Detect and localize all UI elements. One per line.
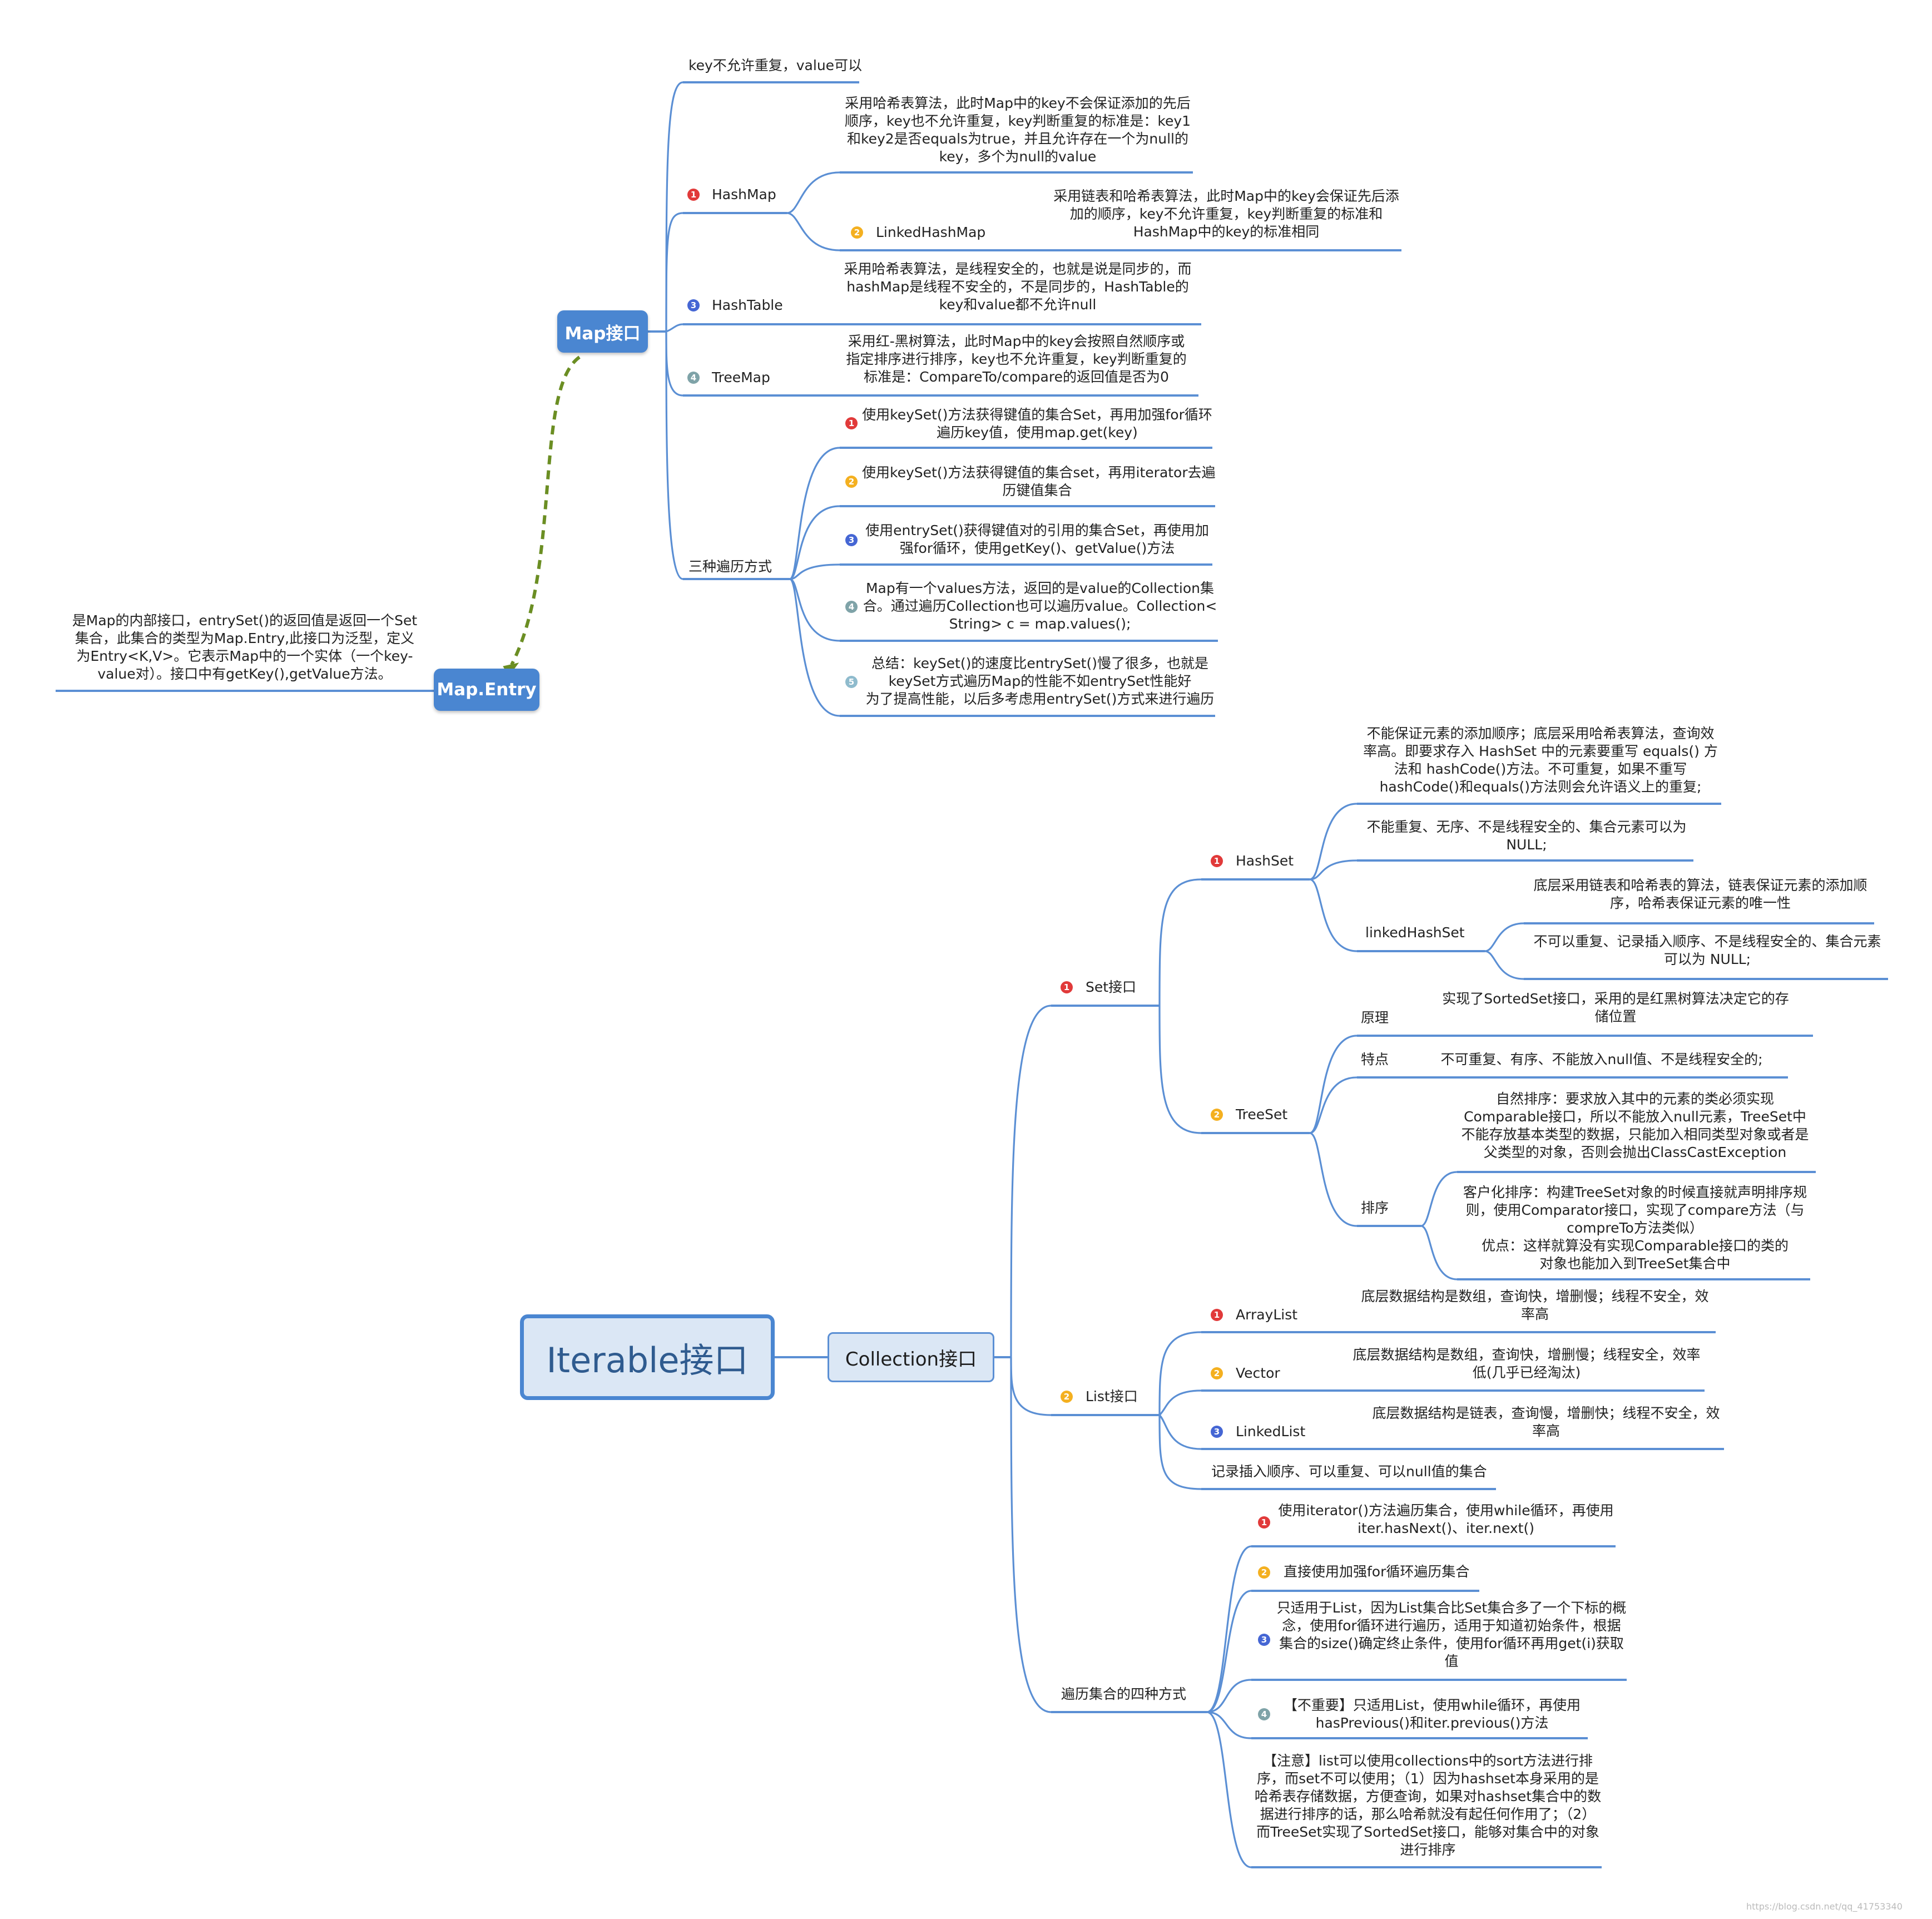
- traverse4-item-5: 【注意】list可以使用collections中的sort方法进行排 序，而se…: [1254, 1753, 1602, 1858]
- map-entry-desc: 是Map的内部接口，entrySet()的返回值是返回一个Set 集合，此集合的…: [72, 612, 418, 682]
- map-treemap-desc: 采用红-黑树算法，此时Map中的key会按照自然顺序或 指定排序进行排序，key…: [846, 333, 1187, 385]
- treeset-custom-sort: 客户化排序：构建TreeSet对象的时候直接就声明排序规 则，使用Compara…: [1463, 1184, 1807, 1272]
- arraylist-desc: 底层数据结构是数组，查询快，增删慢；线程不安全，效 率高: [1361, 1288, 1709, 1322]
- map-hashtable-desc: 采用哈希表算法，是线程安全的，也就是说是同步的，而 hashMap是线程不安全的…: [844, 261, 1192, 313]
- map-traverse3-label[interactable]: 三种遍历方式: [688, 558, 772, 575]
- treeset-feature-desc: 不可重复、有序、不能放入null值、不是线程安全的;: [1440, 1051, 1763, 1067]
- marker-3-icon: 3: [1258, 1634, 1270, 1646]
- marker-2-icon: 2: [1211, 1367, 1223, 1379]
- marker-2-icon: 2: [1061, 1391, 1073, 1403]
- map-key-note: key不允许重复，value可以: [688, 57, 863, 73]
- set-label[interactable]: Set接口: [1086, 979, 1137, 995]
- map-traverse3-item-2: 使用keySet()方法获得键值的集合set，再用iterator去遍 历键值集…: [862, 464, 1216, 498]
- node-map[interactable]: Map接口: [557, 310, 648, 353]
- linkedlist-label[interactable]: LinkedList: [1236, 1423, 1306, 1440]
- marker-1-icon: 1: [1061, 981, 1073, 993]
- root-node-iterable[interactable]: Iterable接口: [520, 1314, 775, 1400]
- map-linkedhashmap-desc: 采用链表和哈希表算法，此时Map中的key会保证先后添 加的顺序，key不允许重…: [1053, 188, 1399, 240]
- hashset-desc-2: 不能重复、无序、不是线程安全的、集合元素可以为 NULL;: [1366, 819, 1687, 853]
- marker-3-icon: 3: [845, 534, 858, 546]
- marker-1-icon: 1: [845, 417, 858, 429]
- list-label[interactable]: List接口: [1086, 1388, 1138, 1404]
- marker-5-icon: 5: [845, 676, 858, 688]
- marker-1-icon: 1: [1211, 1309, 1223, 1321]
- watermark: https://blog.csdn.net/qq_41753340: [1746, 1901, 1903, 1912]
- map-entry-label: Map.Entry: [437, 680, 537, 700]
- map-label: Map接口: [564, 323, 641, 344]
- node-map-entry[interactable]: Map.Entry: [434, 669, 539, 711]
- linkedhashset-desc-2: 不可以重复、记录插入顺序、不是线程安全的、集合元素 可以为 NULL;: [1533, 933, 1881, 967]
- treeset-natural-sort: 自然排序：要求放入其中的元素的类必须实现 Comparable接口，所以不能放入…: [1461, 1091, 1809, 1160]
- map-traverse3-item-5: 总结：keySet()的速度比entrySet()慢了很多，也就是 keySet…: [865, 655, 1215, 707]
- marker-2-icon: 2: [845, 476, 858, 488]
- marker-2-icon: 2: [1258, 1566, 1270, 1579]
- treeset-principle-label[interactable]: 原理: [1361, 1010, 1389, 1026]
- marker-1-icon: 1: [687, 189, 700, 201]
- traverse4-item-4: 【不重要】只适用List，使用while循环，再使用 hasPrevious()…: [1283, 1697, 1581, 1731]
- collection-label: Collection接口: [845, 1348, 977, 1371]
- map-hashmap-desc: 采用哈希表算法，此时Map中的key不会保证添加的先后 顺序，key也不允许重复…: [844, 95, 1191, 165]
- marker-4-icon: 4: [687, 372, 700, 384]
- linkedhashset-label[interactable]: linkedHashSet: [1365, 924, 1465, 941]
- marker-4-icon: 4: [1258, 1708, 1270, 1720]
- map-treemap-label[interactable]: TreeMap: [712, 369, 770, 385]
- marker-1-icon: 1: [1211, 855, 1223, 867]
- hashset-desc-1: 不能保证元素的添加顺序；底层采用哈希表算法，查询效 率高。即要求存入 HashS…: [1363, 725, 1718, 795]
- traverse4-item-3: 只适用于List，因为List集合比Set集合多了一个下标的概 念，使用for循…: [1276, 1600, 1627, 1669]
- map-traverse3-item-3: 使用entrySet()获得键值对的引用的集合Set，再使用加 强for循环，使…: [865, 522, 1209, 556]
- treeset-feature-label[interactable]: 特点: [1361, 1051, 1389, 1067]
- map-hashmap-label[interactable]: HashMap: [712, 186, 776, 202]
- treeset-label[interactable]: TreeSet: [1236, 1106, 1288, 1122]
- marker-3-icon: 3: [687, 299, 700, 311]
- treeset-principle-desc: 实现了SortedSet接口，采用的是红黑树算法决定它的存 储位置: [1442, 991, 1789, 1025]
- traverse4-item-2: 直接使用加强for循环遍历集合: [1284, 1564, 1470, 1580]
- list-note: 记录插入顺序、可以重复、可以null值的集合: [1211, 1463, 1487, 1480]
- marker-1-icon: 1: [1258, 1516, 1270, 1529]
- traverse4-label[interactable]: 遍历集合的四种方式: [1061, 1686, 1187, 1702]
- vector-label[interactable]: Vector: [1236, 1365, 1280, 1381]
- linkedhashset-desc-1: 底层采用链表和哈希表的算法，链表保证元素的添加顺 序，哈希表保证元素的唯一性: [1533, 877, 1867, 911]
- root-label: Iterable接口: [546, 1340, 749, 1381]
- map-linkedhashmap-label[interactable]: LinkedHashMap: [876, 224, 986, 240]
- map-traverse3-item-4: Map有一个values方法，返回的是value的Collection集 合。通…: [863, 580, 1217, 632]
- marker-2-icon: 2: [1211, 1109, 1223, 1121]
- treeset-sort-label[interactable]: 排序: [1361, 1200, 1389, 1216]
- marker-2-icon: 2: [851, 226, 863, 239]
- node-collection[interactable]: Collection接口: [828, 1332, 994, 1382]
- marker-4-icon: 4: [845, 601, 858, 613]
- vector-desc: 底层数据结构是数组，查询快，增删慢；线程安全，效率 低(几乎已经淘汰): [1353, 1347, 1701, 1381]
- map-traverse3-item-1: 使用keySet()方法获得键值的集合Set，再用加强for循环 遍历key值，…: [862, 407, 1212, 441]
- arraylist-label[interactable]: ArrayList: [1236, 1307, 1298, 1323]
- map-hashtable-label[interactable]: HashTable: [712, 297, 783, 313]
- linkedlist-desc: 底层数据结构是链表，查询慢，增删快；线程不安全，效 率高: [1372, 1405, 1720, 1439]
- hashset-label[interactable]: HashSet: [1236, 853, 1294, 869]
- marker-3-icon: 3: [1211, 1426, 1223, 1438]
- traverse4-item-1: 使用iterator()方法遍历集合，使用while循环，再使用 iter.ha…: [1278, 1502, 1614, 1536]
